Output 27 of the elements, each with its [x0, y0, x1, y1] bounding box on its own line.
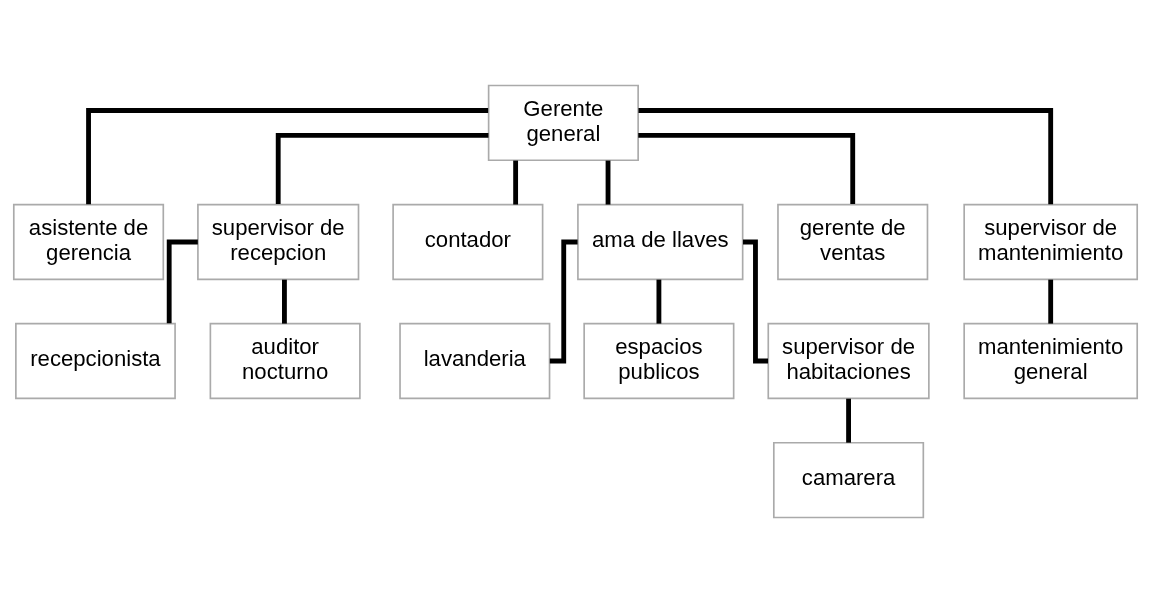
node-box: recepcionista: [15, 322, 176, 399]
node-box: camarera: [772, 441, 925, 518]
node-box: ama de llaves: [577, 203, 744, 280]
connector: [605, 160, 611, 205]
node-box: auditor nocturno: [209, 322, 361, 399]
connector: [846, 398, 851, 443]
node-box: lavanderia: [399, 322, 551, 399]
connector: [1048, 279, 1054, 324]
connector: [656, 279, 662, 324]
connector: [638, 107, 1054, 204]
node-box: supervisor de recepcion: [197, 203, 360, 280]
connector: [282, 279, 287, 324]
connector: [275, 132, 489, 204]
node-box: espacios publicos: [583, 322, 735, 399]
node-box: asistente de gerencia: [12, 203, 165, 280]
connector: [743, 239, 769, 363]
node-box: Gerente general: [487, 84, 639, 161]
node-box: mantenimiento general: [963, 322, 1139, 399]
connector: [86, 107, 489, 204]
node-box: supervisor de habitaciones: [767, 322, 930, 399]
connector: [166, 239, 198, 323]
node-box: contador: [392, 203, 544, 280]
connector: [513, 160, 519, 205]
connector: [549, 239, 578, 363]
node-box: gerente de ventas: [777, 203, 929, 280]
connector: [638, 132, 856, 204]
node-box: supervisor de mantenimiento: [963, 203, 1139, 280]
